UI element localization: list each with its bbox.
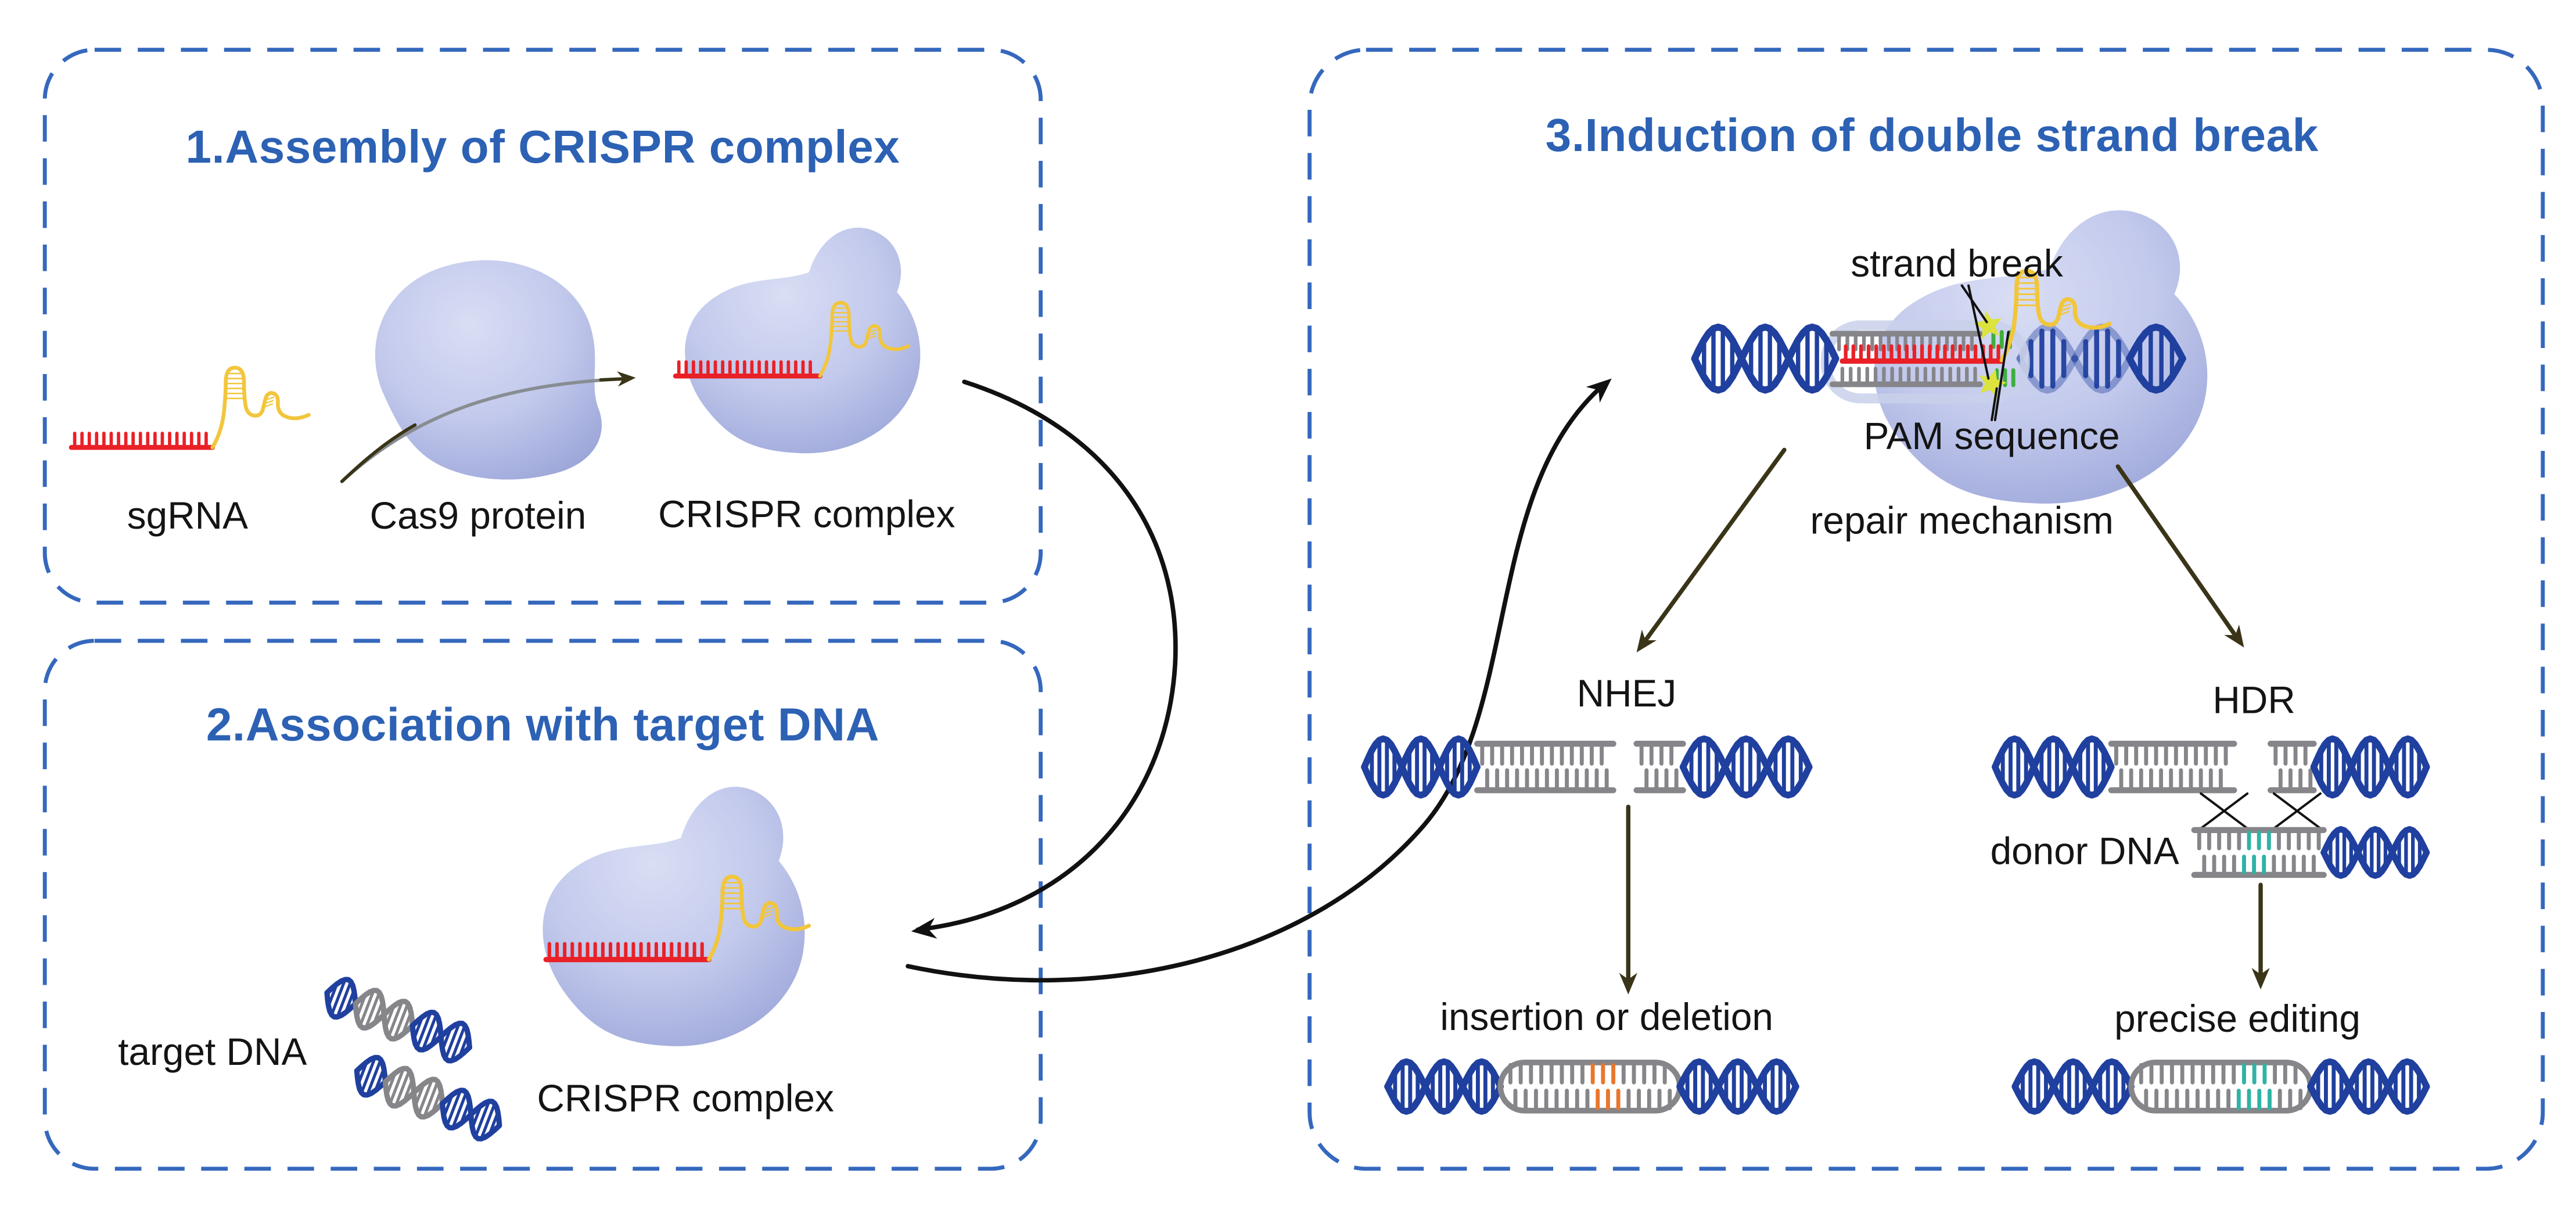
donor-dna-label: donor DNA — [1990, 829, 2179, 873]
assembly-arrow — [340, 371, 636, 483]
crispr-complex-icon — [673, 227, 921, 454]
panel3-art — [1361, 210, 2430, 1115]
panel1-art — [69, 227, 921, 483]
nhej-pathway-icons — [1361, 735, 1813, 1115]
flow-arrows — [906, 378, 1612, 983]
hdr-pathway-icons — [1992, 735, 2430, 1115]
pam-sequence-label: PAM sequence — [1863, 414, 2120, 458]
hdr-label: HDR — [2212, 678, 2295, 722]
panel1-title: 1.Assembly of CRISPR complex — [185, 121, 900, 173]
crispr-complex-label: CRISPR complex — [537, 1077, 834, 1120]
strand-break-label: strand break — [1851, 241, 2063, 285]
target-dna-icon — [324, 977, 502, 1142]
crispr-complex-icon — [542, 787, 811, 1046]
repair-branch-arrows — [1636, 447, 2244, 653]
cas9-protein-icon — [375, 260, 602, 480]
sgrna-label: sgRNA — [127, 494, 249, 537]
target-dna-label: target DNA — [118, 1030, 307, 1074]
repair-mechanism-label: repair mechanism — [1810, 498, 2114, 543]
insertion-or-deletion-label: insertion or deletion — [1440, 995, 1773, 1039]
double-strand-break-diagram — [1691, 210, 2208, 504]
panel2-title: 2.Association with target DNA — [206, 699, 880, 751]
crispr-complex-label: CRISPR complex — [658, 492, 955, 536]
sgrna-icon — [69, 365, 311, 450]
panel-borders — [42, 48, 2545, 1171]
panel3-title: 3.Induction of double strand break — [1545, 109, 2319, 162]
nhej-label: NHEJ — [1576, 671, 1677, 715]
precise-editing-label: precise editing — [2114, 996, 2361, 1040]
cas9-protein-label: Cas9 protein — [369, 494, 587, 537]
panel2-art — [324, 787, 811, 1142]
